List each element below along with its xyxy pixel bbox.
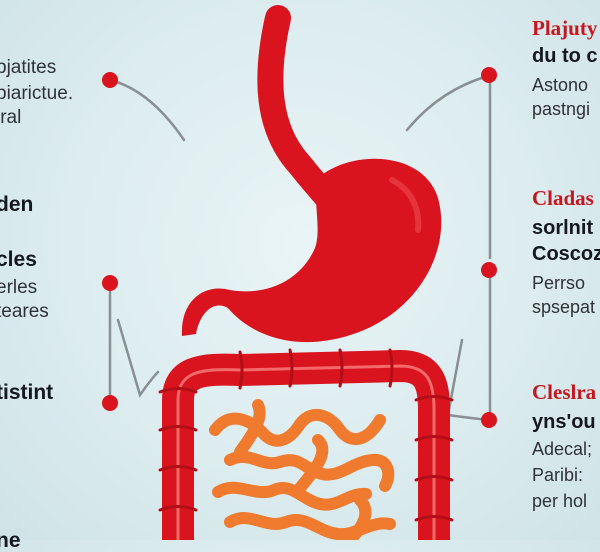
left-label-heading: tistint: [0, 381, 54, 404]
right-label-title: Plajuty: [532, 16, 598, 40]
right-label-heading: du to c: [532, 45, 598, 67]
right-label-text: Paribi:: [532, 465, 584, 485]
left-label-text: pjatites: [0, 57, 57, 78]
left-label-heading: den: [0, 193, 34, 216]
left-label-text: iral: [0, 107, 22, 128]
right-label-text: pastngi: [532, 99, 591, 119]
connector-line-left-3: [116, 318, 160, 398]
left-label-heading: cles: [0, 248, 37, 271]
left-label-heading: ne: [0, 529, 21, 552]
right-label-heading: yns'ou: [532, 411, 596, 433]
marker-dot: [481, 412, 497, 428]
marker-dot: [481, 262, 497, 278]
right-label-text: Astono: [532, 75, 589, 95]
right-label-text: Perrso: [532, 273, 586, 293]
right-label-text: spsepat: [532, 297, 596, 317]
colon-haustra: [158, 348, 454, 522]
left-label-text: piarictue.: [0, 83, 74, 104]
colon-inner-line: [176, 364, 436, 540]
marker-dot: [102, 72, 118, 88]
left-label-text: erles: [0, 277, 38, 298]
stomach: [181, 158, 442, 343]
connector-line-left-1: [108, 78, 186, 142]
digestive-system-illustration: [102, 5, 497, 540]
right-label-heading: Coscoz: [532, 243, 600, 265]
small-intestine-illustration: [209, 399, 396, 540]
right-label-heading: sorlnit: [532, 217, 594, 239]
marker-dot: [102, 395, 118, 411]
stomach-highlight: [389, 177, 422, 233]
connector-line-right-1: [405, 74, 490, 132]
right-label-text: Adecal;: [532, 439, 593, 459]
marker-dot: [102, 275, 118, 291]
right-label-title: Cleslra: [532, 380, 597, 404]
colon: [162, 350, 450, 540]
right-label-title: Cladas: [532, 186, 594, 210]
connector-line-right-3: [446, 338, 490, 422]
left-label-text: teares: [0, 301, 49, 322]
marker-dots: [102, 67, 497, 428]
marker-dot: [481, 67, 497, 83]
stomach-illustration: [181, 5, 442, 343]
right-label-text: per hol: [532, 491, 588, 511]
large-intestine-illustration: [158, 348, 454, 540]
